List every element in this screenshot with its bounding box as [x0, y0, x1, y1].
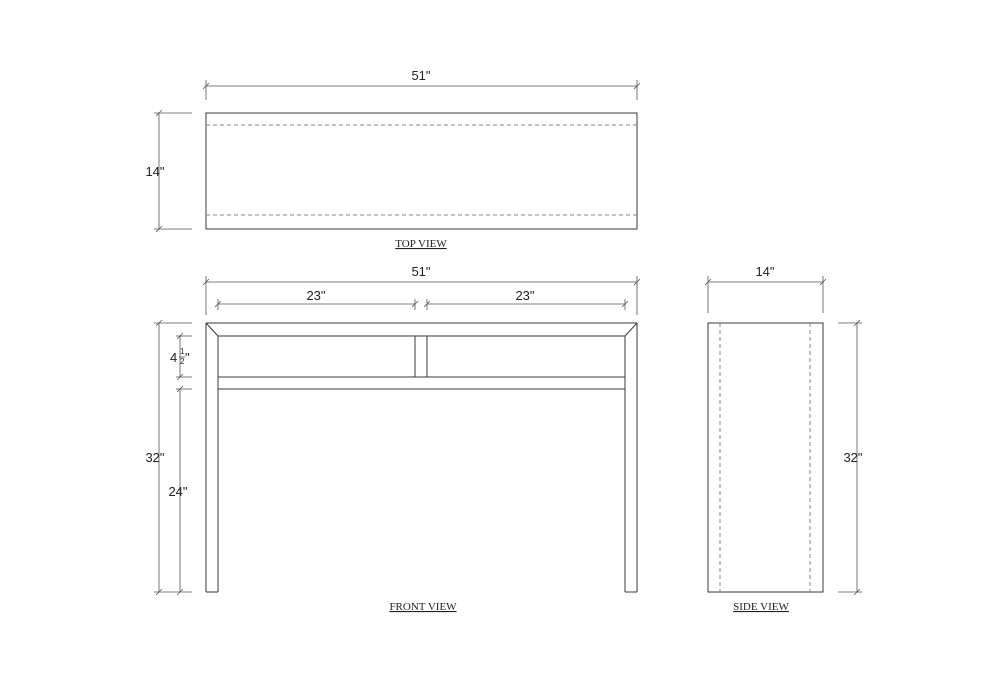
side-view-depth-dimension: 14" — [704, 264, 827, 313]
top-view-width-dimension: 51" — [202, 68, 641, 100]
top-view-title: TOP VIEW — [395, 238, 447, 250]
front-view-center-divider — [414, 335, 428, 378]
top-view-depth-dimension: 14" — [145, 109, 192, 233]
front-view-outline — [205, 322, 638, 593]
front-view-apron-dimension: 4 1 2 " — [170, 332, 192, 381]
front-view-apron-denominator: 2 — [180, 357, 185, 366]
front-view-apron-unit: " — [185, 350, 190, 365]
front-view-right-drawer-dimension: 23" — [423, 288, 629, 310]
front-view-apron-whole: 4 — [170, 350, 177, 365]
side-view-height-label: 32" — [843, 450, 862, 465]
side-view-title: SIDE VIEW — [733, 601, 789, 613]
front-view-total-height-dimension: 32" — [145, 319, 192, 596]
front-view-left-drawer-dimension: 23" — [214, 288, 419, 310]
top-view: 51" 14" TOP VIEW — [145, 68, 641, 250]
top-view-outline — [205, 112, 638, 230]
front-view-right-drawer-label: 23" — [515, 288, 534, 303]
side-view-outline — [707, 322, 824, 593]
front-view-title: FRONT VIEW — [389, 601, 457, 613]
side-view-height-dimension: 32" — [838, 319, 863, 596]
front-view-leg-height-dimension: 24" — [168, 385, 192, 596]
top-view-width-label: 51" — [411, 68, 430, 83]
front-view-width-label: 51" — [411, 264, 430, 279]
front-view-total-height-label: 32" — [145, 450, 164, 465]
top-view-depth-label: 14" — [145, 164, 164, 179]
front-view: 51" 23" 23" 32" — [145, 264, 641, 613]
front-view-left-drawer-label: 23" — [306, 288, 325, 303]
front-view-width-dimension: 51" — [202, 264, 641, 315]
side-view-depth-label: 14" — [755, 264, 774, 279]
front-view-apron-numerator: 1 — [180, 347, 185, 356]
front-view-leg-height-label: 24" — [168, 484, 187, 499]
side-view: 14" 32" SIDE VIEW — [704, 264, 863, 613]
